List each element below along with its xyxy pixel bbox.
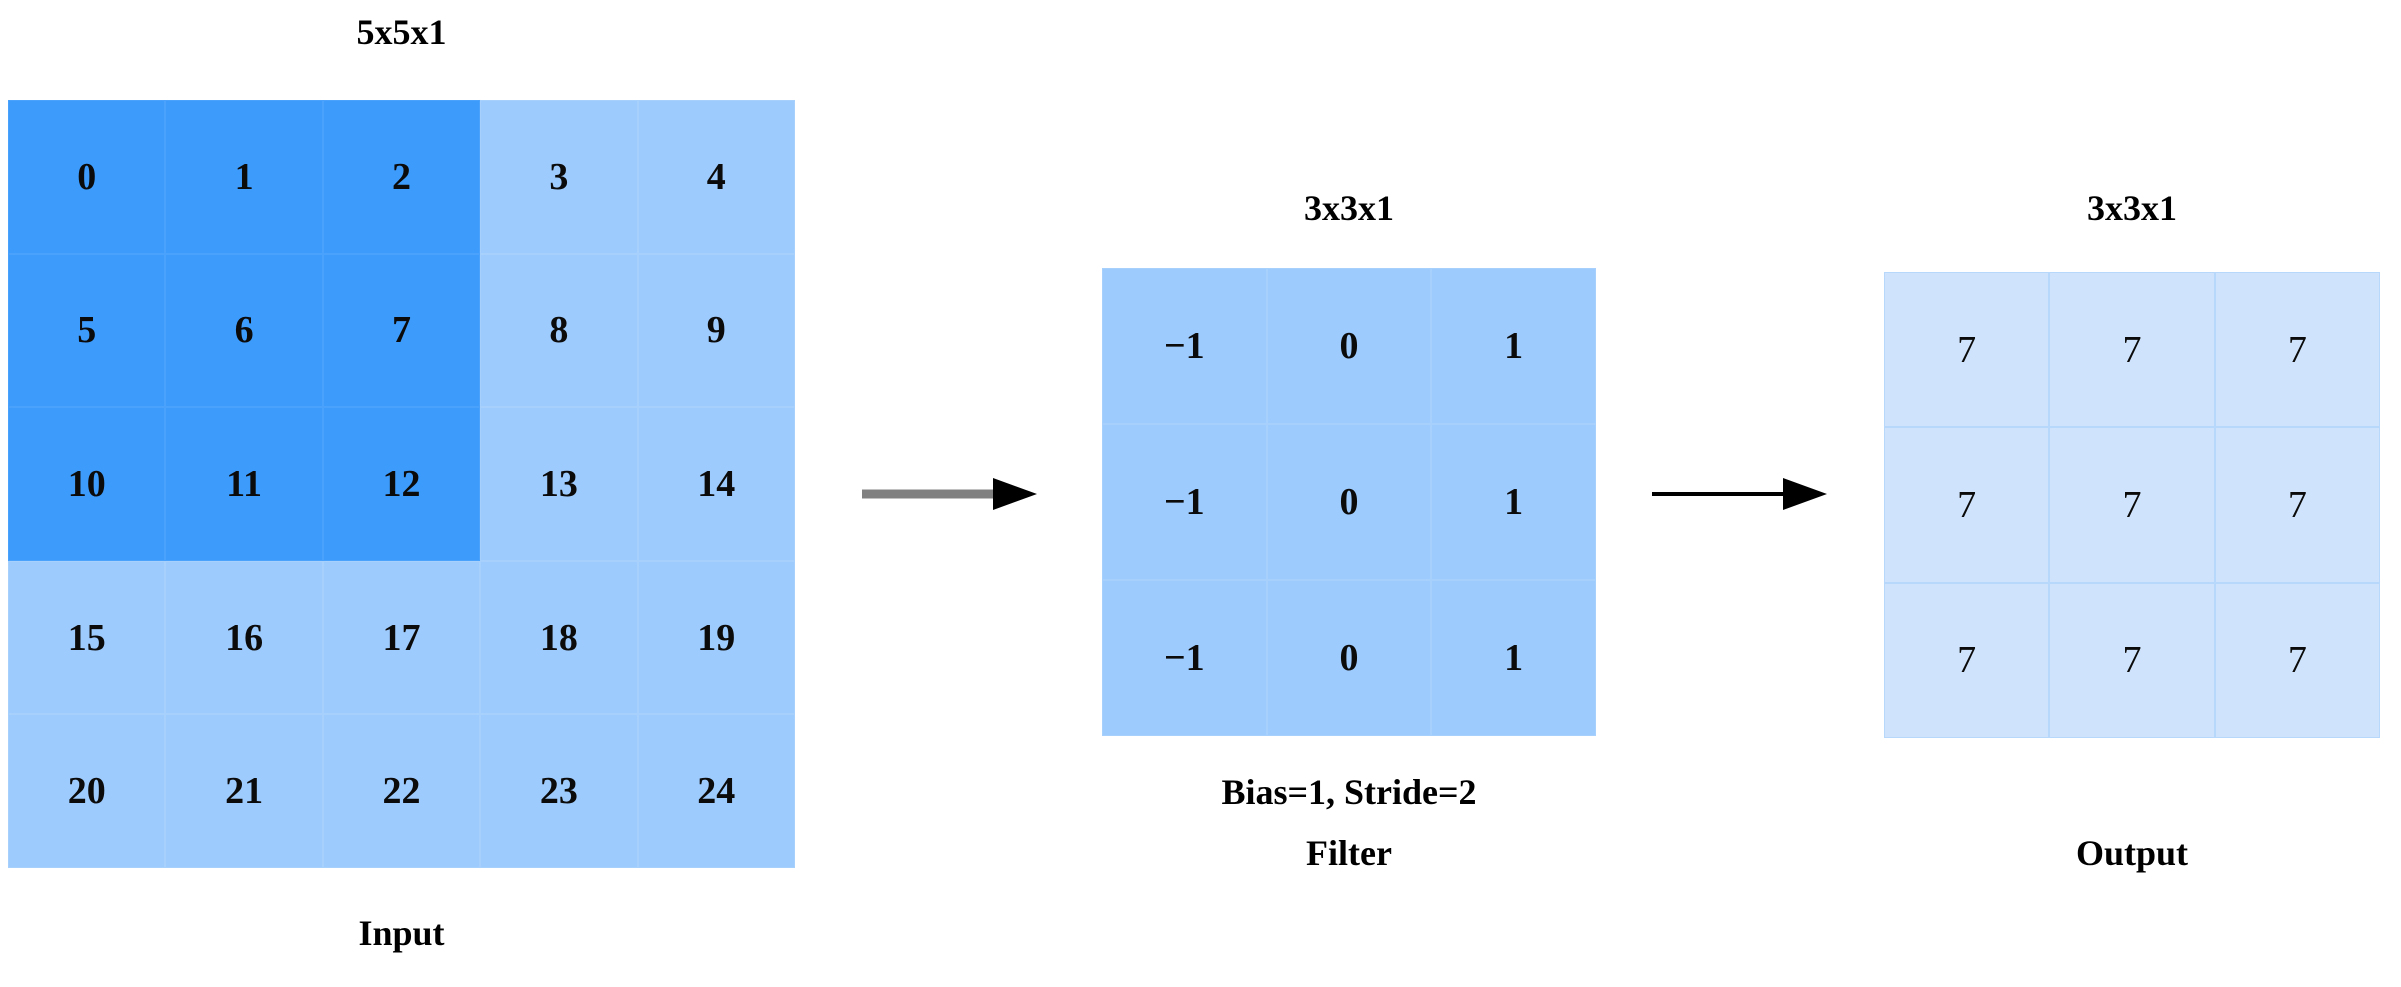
output-matrix: 7 7 7 7 7 7 7 7 7: [1884, 272, 2380, 738]
input-cell: 22: [322, 714, 481, 868]
arrow-filter-to-output-icon: [1652, 470, 1832, 518]
arrow-input-to-filter-icon: [862, 470, 1042, 518]
output-cell: 7: [2049, 427, 2215, 583]
input-cell: 20: [8, 714, 166, 868]
filter-params-label: Bias=1, Stride=2: [1221, 772, 1477, 812]
filter-cell: −1: [1102, 424, 1267, 580]
filter-cell: −1: [1102, 268, 1267, 424]
input-cell: 6: [165, 253, 323, 408]
output-cell: 7: [2214, 272, 2380, 428]
input-cell: 16: [165, 560, 323, 715]
filter-shape-title: 3x3x1: [1304, 188, 1394, 228]
input-cell: 23: [480, 714, 638, 868]
input-cell: 4: [637, 100, 795, 254]
input-cell: 7: [322, 253, 481, 408]
output-cell: 7: [1884, 272, 2050, 428]
input-cell: 13: [480, 407, 638, 561]
output-cell: 7: [2049, 582, 2215, 738]
input-cell: 17: [322, 560, 481, 715]
input-cell: 8: [480, 253, 638, 408]
input-cell: 24: [637, 714, 795, 868]
filter-cell: −1: [1102, 580, 1267, 736]
output-shape-title: 3x3x1: [2087, 188, 2177, 228]
input-label: Input: [358, 913, 445, 953]
filter-cell: 0: [1266, 580, 1432, 736]
input-cell: 18: [480, 560, 638, 715]
input-cell: 3: [480, 100, 638, 254]
input-cell: 11: [165, 407, 323, 561]
filter-cell: 1: [1431, 268, 1596, 424]
filter-matrix: −1 0 1 −1 0 1 −1 0 1: [1102, 268, 1596, 736]
output-cell: 7: [1884, 582, 2050, 738]
input-matrix: 0 1 2 3 4 5 6 7 8 9 10 11 12 13 14 15 16…: [8, 100, 795, 868]
output-cell: 7: [2049, 272, 2215, 428]
input-cell: 19: [637, 560, 795, 715]
filter-cell: 1: [1431, 580, 1596, 736]
input-cell: 9: [637, 253, 795, 408]
input-cell: 15: [8, 560, 166, 715]
filter-cell: 1: [1431, 424, 1596, 580]
input-cell: 0: [8, 100, 166, 254]
output-label: Output: [2075, 833, 2189, 873]
filter-cell: 0: [1266, 268, 1432, 424]
output-cell: 7: [2214, 582, 2380, 738]
input-cell: 12: [322, 407, 481, 561]
input-shape-title: 5x5x1: [356, 12, 447, 52]
input-cell: 5: [8, 253, 166, 408]
input-cell: 14: [637, 407, 795, 561]
input-cell: 2: [322, 100, 481, 254]
output-cell: 7: [1884, 427, 2050, 583]
filter-label: Filter: [1306, 833, 1392, 873]
input-cell: 1: [165, 100, 323, 254]
input-cell: 21: [165, 714, 323, 868]
filter-cell: 0: [1266, 424, 1432, 580]
output-cell: 7: [2214, 427, 2380, 583]
input-cell: 10: [8, 407, 166, 561]
